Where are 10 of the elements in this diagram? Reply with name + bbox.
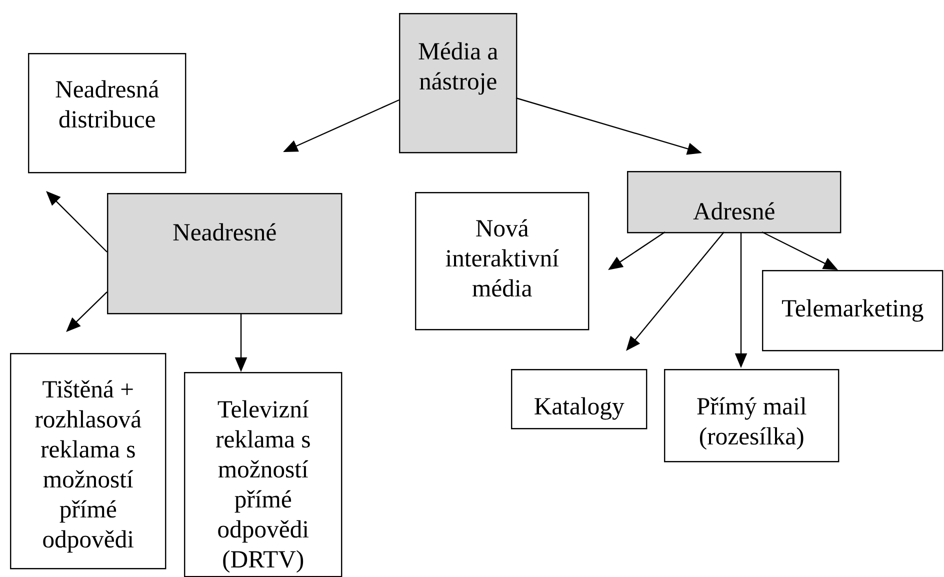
media-box: Televizní reklama s možností přímé odpovědi (DRTV) (184, 372, 342, 577)
media-box: Přímý mail (rozesílka) (664, 368, 840, 462)
category-box: Adresné (627, 171, 842, 234)
category-box: Neadresné (107, 193, 342, 314)
media-box: Nová interaktivní média (415, 192, 590, 330)
category-box: Média a nástroje (399, 13, 518, 154)
media-box: Neadresná distribuce (28, 53, 186, 174)
media-box: Katalogy (511, 368, 648, 430)
media-box: Tištěná + rozhlasová reklama s možností přímé odpovědi (10, 353, 166, 570)
media-box: Telemarketing (762, 270, 944, 352)
